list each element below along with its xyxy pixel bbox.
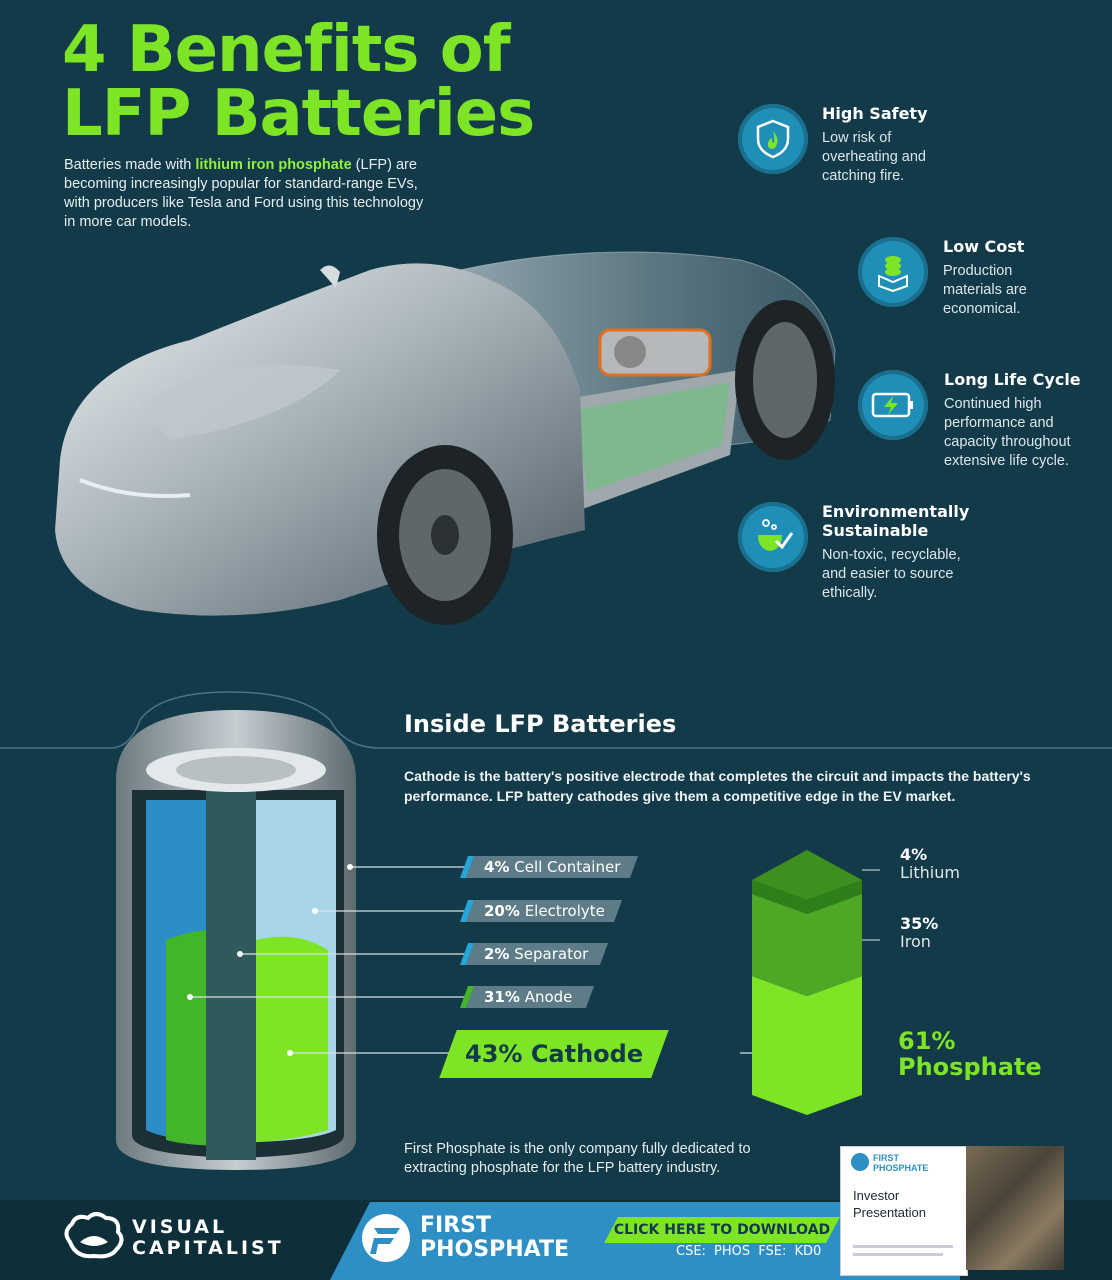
benefit-description: Non-toxic, recyclable, and easier to sou… — [822, 547, 961, 601]
section-divider — [0, 691, 1112, 749]
component-separator: 2% Separator — [459, 943, 609, 965]
section-title: Inside LFP Batteries — [404, 710, 677, 738]
visual-capitalist-logo-icon — [64, 1212, 124, 1259]
stack-top-cap — [752, 850, 862, 900]
benefit-description: Low risk of overheating and catching fir… — [822, 130, 926, 184]
benefit-title: High Safety — [822, 104, 928, 123]
page-title: 4 Benefits of LFP Batteries — [62, 13, 535, 151]
download-button[interactable]: CLICK HERE TO DOWNLOAD — [604, 1217, 840, 1243]
title-line-2: LFP Batteries — [62, 77, 535, 151]
flask-check-icon — [738, 502, 808, 572]
intro-highlight: lithium iron phosphate — [195, 157, 352, 173]
footer-note: First Phosphate is the only company full… — [404, 1141, 751, 1176]
composition-label-iron: 35% Iron — [900, 914, 939, 951]
first-phosphate-logo-icon — [362, 1214, 410, 1262]
component-anode: 31% Anode — [459, 986, 595, 1008]
benefit-title: Environmentally Sustainable — [822, 502, 970, 540]
cathode-composition-stack — [740, 850, 862, 1115]
stack-leader-lines — [862, 869, 880, 941]
stock-tickers: CSE: PHOS FSE: KD0 — [676, 1244, 822, 1259]
car-illustration — [55, 251, 836, 625]
benefit-description: Production materials are economical. — [943, 263, 1027, 317]
first-phosphate-logo[interactable]: FIRST PHOSPHATE — [420, 1213, 569, 1262]
composition-label-phosphate: 61% Phosphate — [898, 1027, 1042, 1081]
title-line-1: 4 Benefits of — [62, 13, 511, 87]
coins-box-icon — [858, 237, 928, 307]
battery-cell-illustration — [116, 710, 356, 1170]
visual-capitalist-logo[interactable]: VISUAL CAPITALIST — [132, 1216, 284, 1259]
section-description: Cathode is the battery's positive electr… — [404, 768, 1031, 804]
doc-brand: FIRST PHOSPHATE — [873, 1153, 929, 1173]
stack-segment-phosphate — [752, 976, 862, 1115]
component-cell-container: 4% Cell Container — [459, 856, 639, 878]
component-electrolyte: 20% Electrolyte — [459, 900, 623, 922]
doc-title: Investor Presentation — [853, 1188, 926, 1220]
benefit-title: Long Life Cycle — [944, 370, 1081, 389]
intro-text: Batteries made with lithium iron phospha… — [64, 157, 424, 230]
composition-label-lithium: 4% Lithium — [900, 845, 960, 882]
doc-logo-icon — [851, 1153, 869, 1171]
benefit-description: Continued high performance and capacity … — [944, 396, 1071, 469]
component-leader-lines — [187, 864, 480, 1056]
stack-segment-iron — [752, 894, 862, 997]
component-cathode: 43% Cathode — [439, 1030, 669, 1078]
investor-presentation-thumbnail[interactable]: FIRST PHOSPHATE Investor Presentation — [840, 1146, 968, 1276]
shield-flame-icon — [738, 104, 808, 174]
battery-bolt-icon — [858, 370, 928, 440]
stack-segment-lithium — [752, 880, 862, 914]
mine-photo — [966, 1146, 1064, 1270]
benefit-title: Low Cost — [943, 237, 1025, 256]
